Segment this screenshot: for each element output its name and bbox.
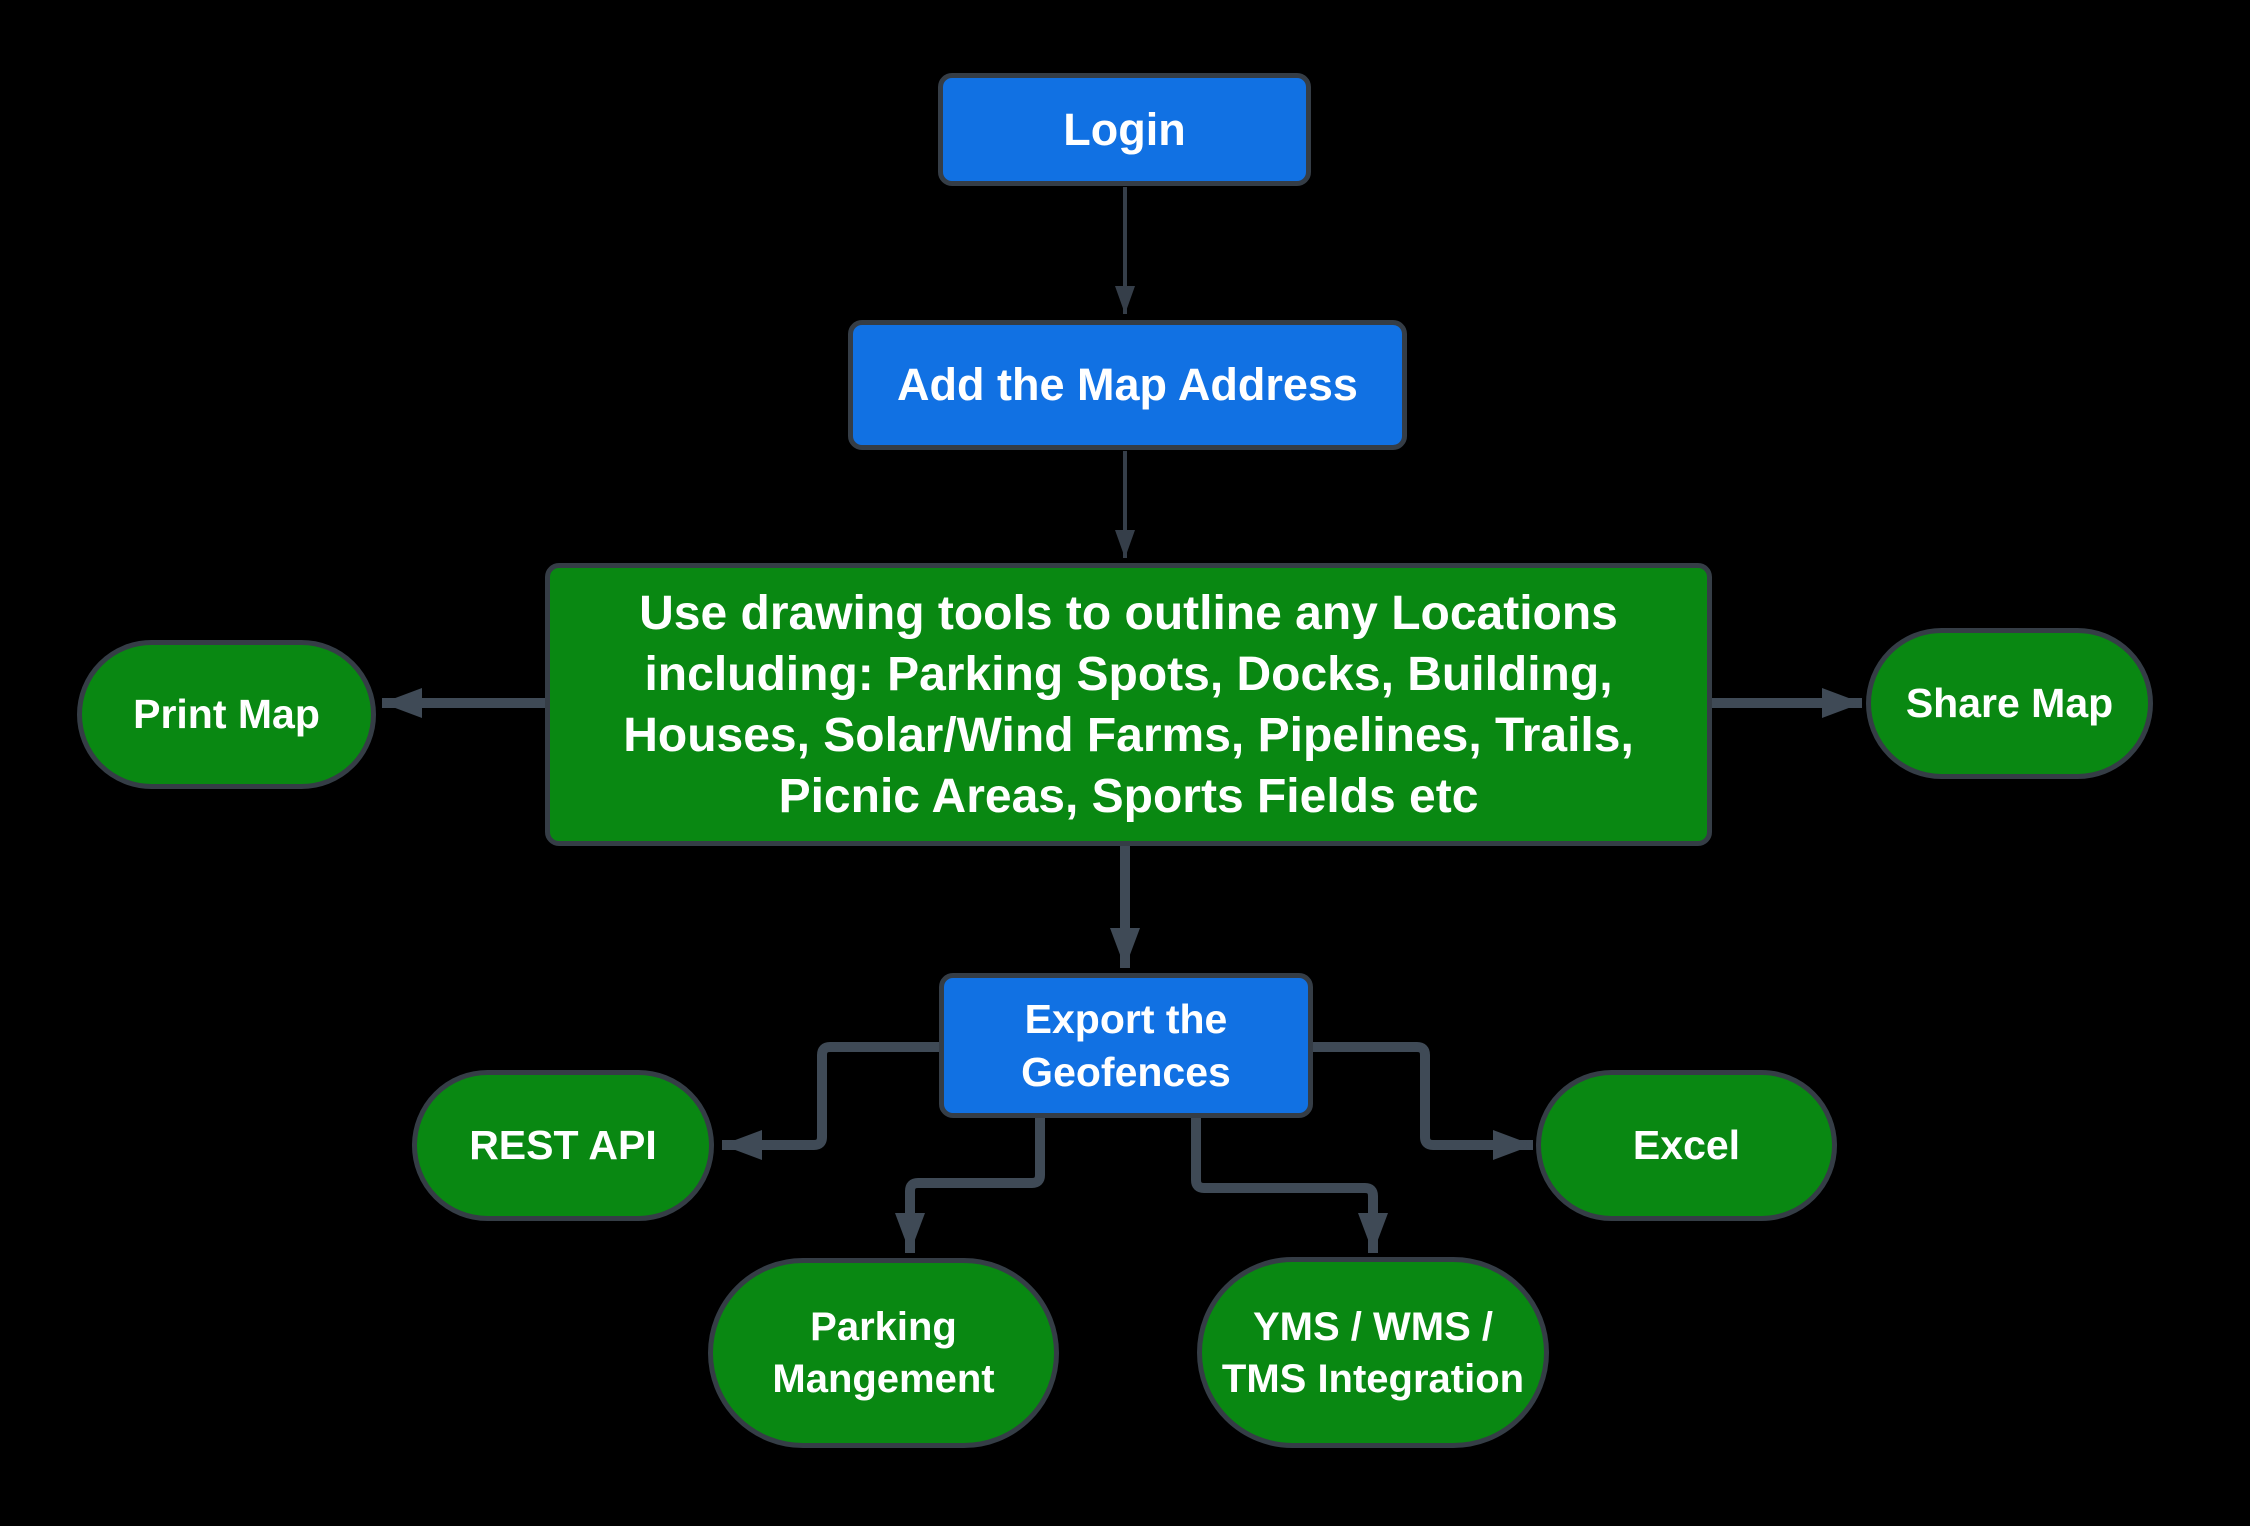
node-drawing-tools-line-4: Picnic Areas, Sports Fields etc bbox=[778, 769, 1479, 823]
node-parking-management-line-2: Mangement bbox=[772, 1357, 995, 1401]
node-excel-label: Excel bbox=[1632, 1122, 1741, 1168]
node-login: Login bbox=[938, 73, 1311, 186]
node-export-geofences: Export the Geofences bbox=[939, 973, 1313, 1118]
node-rest-api-label: REST API bbox=[469, 1122, 657, 1168]
node-print-map-label: Print Map bbox=[133, 691, 320, 737]
node-print-map: Print Map bbox=[77, 640, 376, 789]
node-drawing-tools: Use drawing tools to outline any Locatio… bbox=[545, 563, 1712, 846]
arrow-export-to-yms-wms-tms bbox=[1191, 1117, 1388, 1253]
node-yms-wms-tms-integration: YMS / WMS / TMS Integration bbox=[1197, 1257, 1549, 1448]
node-export-geofences-line-1: Export the bbox=[1024, 995, 1228, 1042]
arrow-export-to-rest-api bbox=[722, 1042, 939, 1160]
arrow-export-to-parking-management bbox=[895, 1117, 1045, 1253]
node-share-map-label: Share Map bbox=[1905, 680, 2114, 726]
node-share-map: Share Map bbox=[1866, 628, 2153, 779]
node-drawing-tools-line-1: Use drawing tools to outline any Locatio… bbox=[639, 586, 1618, 640]
node-add-map-address-label: Add the Map Address bbox=[897, 359, 1358, 410]
node-parking-management-line-1: Parking bbox=[810, 1305, 957, 1349]
node-add-map-address: Add the Map Address bbox=[848, 320, 1407, 450]
node-yms-wms-tms-line-1: YMS / WMS / bbox=[1253, 1304, 1493, 1349]
node-drawing-tools-line-3: Houses, Solar/Wind Farms, Pipelines, Tra… bbox=[623, 708, 1634, 762]
node-export-geofences-line-2: Geofences bbox=[1021, 1048, 1231, 1095]
node-yms-wms-tms-line-2: TMS Integration bbox=[1221, 1356, 1525, 1401]
node-rest-api: REST API bbox=[412, 1070, 714, 1221]
node-excel: Excel bbox=[1536, 1070, 1837, 1221]
node-drawing-tools-line-2: including: Parking Spots, Docks, Buildin… bbox=[644, 647, 1613, 701]
arrow-export-to-excel bbox=[1312, 1042, 1533, 1160]
node-login-label: Login bbox=[1063, 103, 1186, 155]
node-parking-management: Parking Mangement bbox=[708, 1258, 1059, 1448]
